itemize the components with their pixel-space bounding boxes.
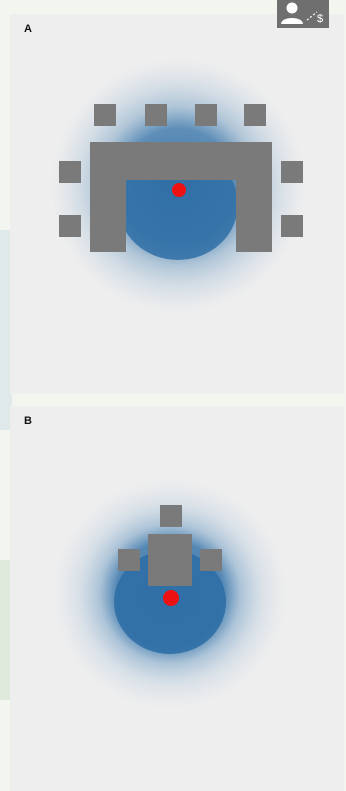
chair [59,161,81,183]
chair [281,215,303,237]
chair [281,161,303,183]
position-marker [172,183,186,197]
chair [195,104,217,126]
panel-b-diagram [52,478,288,710]
position-marker [163,590,179,606]
dollar-sign: $ [317,13,323,25]
table [148,534,192,586]
chair [200,549,222,571]
chair [118,549,140,571]
chair [160,505,182,527]
user-money-icon: $ [281,2,323,25]
chair [145,104,167,126]
panel-a-diagram [50,58,306,314]
u-shaped-table [90,142,272,252]
chair [244,104,266,126]
chair [59,215,81,237]
user-money-badge[interactable]: $ [277,0,329,28]
panel-a: A [10,14,344,394]
chair [94,104,116,126]
panel-label: B [24,415,32,427]
panel-label: A [24,23,32,35]
panel-b: B [10,406,344,791]
